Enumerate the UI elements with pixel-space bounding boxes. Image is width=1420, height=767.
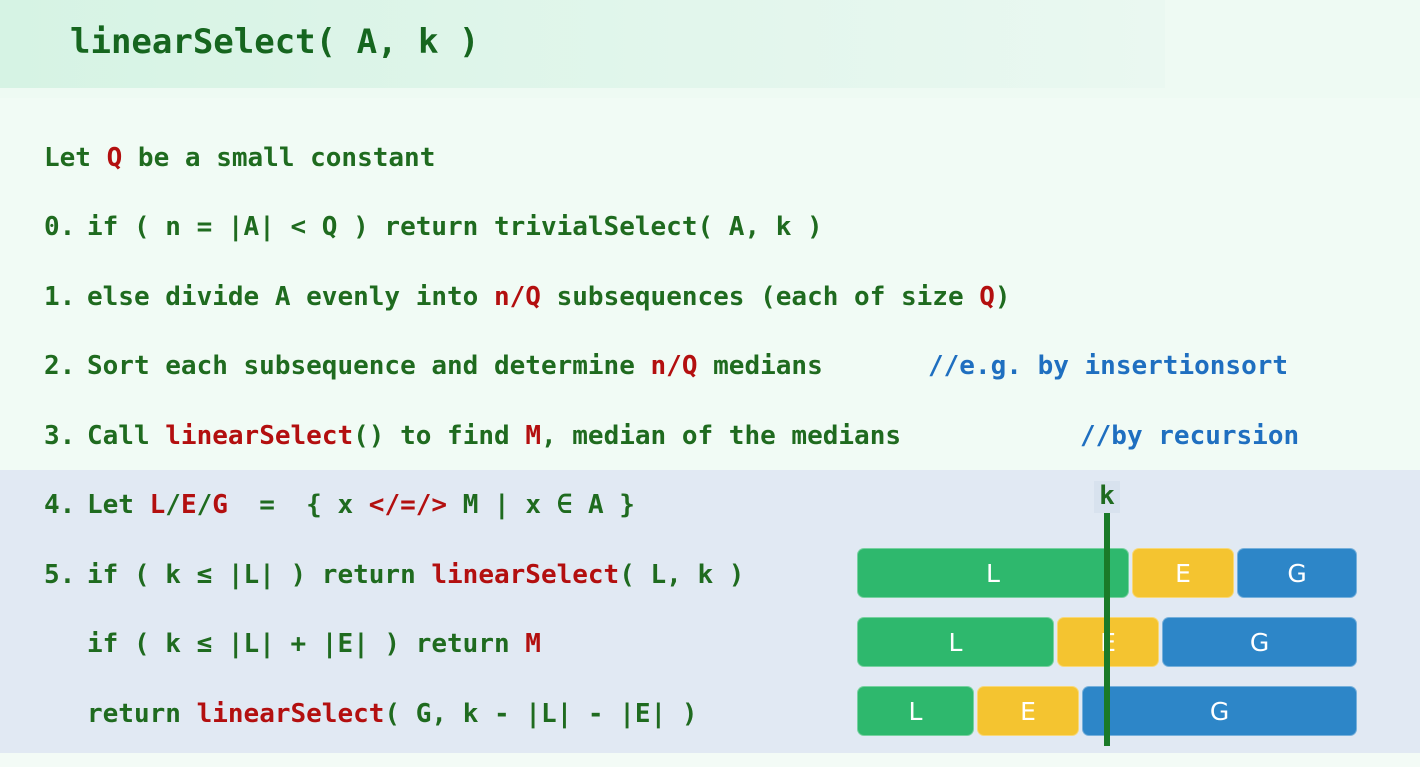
step-number: 2.	[44, 351, 76, 381]
text-segment: () to find	[353, 421, 526, 451]
keyword-n-over-q: n/Q	[494, 282, 541, 312]
step-number: 0.	[44, 212, 76, 242]
segment-e: E	[1132, 548, 1234, 598]
segment-g: G	[1237, 548, 1357, 598]
comment-recursion: //by recursion	[1080, 421, 1300, 451]
line-step-5b: if ( k ≤ |L| + |E| ) return M	[87, 629, 541, 659]
title-band	[0, 0, 1165, 88]
keyword-g: G	[212, 490, 228, 520]
line-step-2: 2. Sort each subsequence and determine n/…	[44, 351, 823, 381]
step-number: 1.	[44, 282, 76, 312]
text-segment: /	[165, 490, 181, 520]
text-segment: Call	[87, 421, 166, 451]
text-segment: if ( n = |A| < Q ) return trivialSelect(…	[87, 212, 823, 242]
line-step-5c: return linearSelect( G, k - |L| - |E| )	[87, 699, 698, 729]
keyword-m: M	[525, 629, 541, 659]
line-step-5: 5. if ( k ≤ |L| ) return linearSelect( L,…	[44, 560, 744, 590]
keyword-q: Q	[106, 143, 123, 173]
line-step-0: 0. if ( n = |A| < Q ) return trivialSelec…	[44, 212, 823, 242]
text-segment: = { x	[227, 490, 369, 520]
segment-l: L	[857, 686, 974, 736]
segment-l: L	[857, 617, 1054, 667]
keyword-l: L	[149, 490, 166, 520]
keyword-n-over-q: n/Q	[650, 351, 698, 381]
segment-e: E	[977, 686, 1079, 736]
step-number: 3.	[44, 421, 76, 451]
text-segment: ( L, k )	[619, 560, 745, 590]
keyword-linearselect: linearSelect	[165, 421, 354, 451]
k-marker-line	[1104, 513, 1110, 746]
text-segment: medians	[697, 351, 823, 381]
line-step-4: 4.Let L/E/G = { x </=/> M | x ∈ A }	[44, 490, 635, 520]
step-number: 4.	[44, 490, 76, 520]
text-segment: ( G, k - |L| - |E| )	[384, 699, 698, 729]
line-step-1: 1. else divide A evenly into n/Q subseque…	[44, 282, 1011, 312]
segment-l: L	[857, 548, 1129, 598]
text-segment: be a small constant	[122, 143, 436, 173]
segment-g: G	[1082, 686, 1357, 736]
text-segment: M | x ∈ A }	[447, 490, 635, 520]
text-segment: Let	[44, 143, 107, 173]
algorithm-body	[0, 98, 1420, 470]
text-segment: if ( k ≤ |L| ) return	[87, 560, 432, 590]
text-segment: /	[196, 490, 213, 520]
text-segment: Sort each subsequence and determine	[87, 351, 651, 381]
line-step-3: 3. Call linearSelect() to find M, median …	[44, 421, 901, 451]
keyword-linearselect: linearSelect	[196, 699, 385, 729]
comment-insertionsort: //e.g. by insertionsort	[928, 351, 1289, 381]
text-segment: )	[994, 282, 1011, 312]
text-segment: if ( k ≤ |L| + |E| ) return	[87, 629, 526, 659]
text-segment: , median of the medians	[540, 421, 901, 451]
k-label: k	[1094, 481, 1120, 513]
page-title: linearSelect( A, k )	[70, 22, 480, 62]
keyword-linearselect: linearSelect	[431, 560, 620, 590]
keyword-e: E	[180, 490, 197, 520]
keyword-comparison: </=/>	[368, 490, 448, 520]
text-segment: Let	[87, 490, 150, 520]
keyword-q: Q	[979, 282, 995, 312]
text-segment: else divide A evenly into	[87, 282, 494, 312]
text-segment: subsequences (each of size	[540, 282, 980, 312]
bottom-strip	[0, 753, 1420, 767]
step-number: 5.	[44, 560, 76, 590]
line-intro: Let Q be a small constant	[44, 143, 435, 173]
keyword-m: M	[525, 421, 541, 451]
segment-g: G	[1162, 617, 1357, 667]
text-segment: return	[87, 699, 197, 729]
